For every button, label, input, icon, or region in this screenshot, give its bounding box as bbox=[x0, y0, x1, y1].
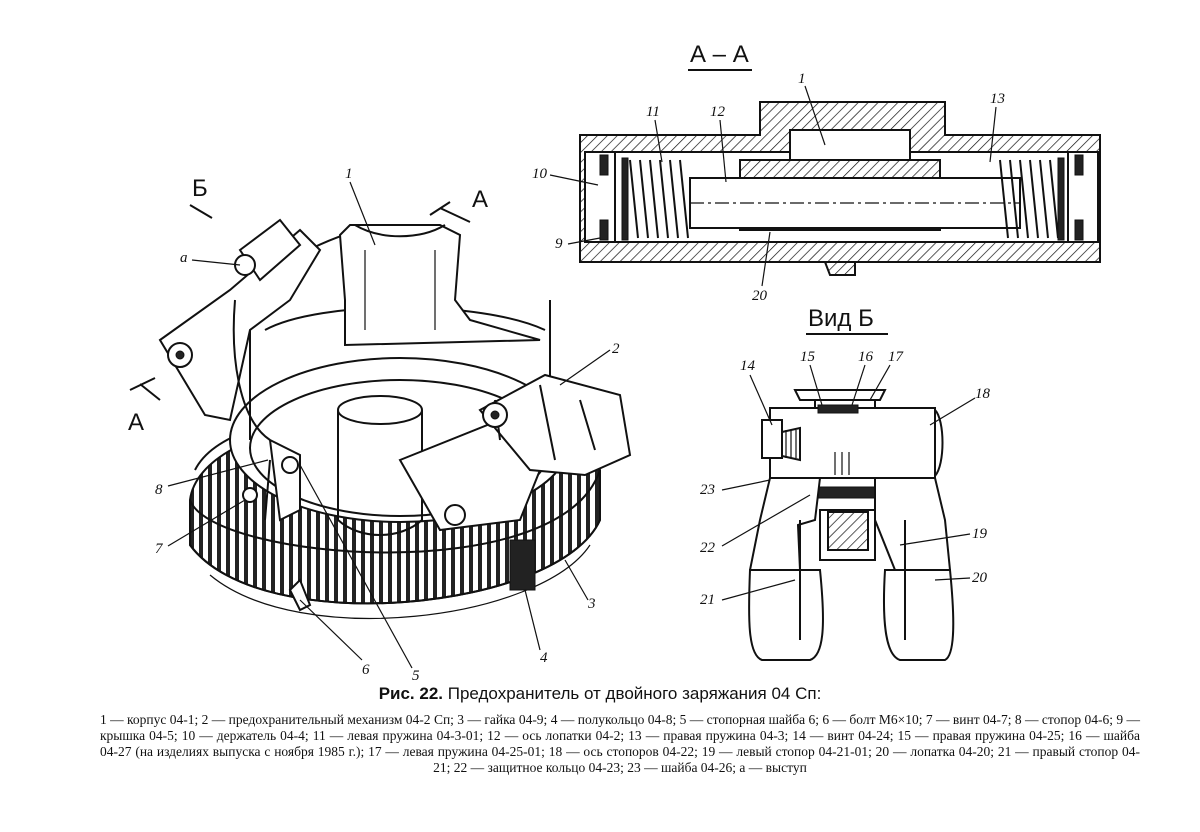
vb-label-22: 22 bbox=[700, 540, 716, 556]
vb-label-15: 15 bbox=[800, 349, 816, 365]
spring-left bbox=[621, 157, 689, 241]
view-b: Вид Б 14 15 16 17 18 19 bbox=[700, 305, 991, 661]
vb-label-19: 19 bbox=[972, 526, 988, 542]
aa-label-9: 9 bbox=[555, 236, 563, 252]
figure-caption: Рис. 22. Предохранитель от двойного заря… bbox=[0, 684, 1200, 704]
label-5: 5 bbox=[412, 668, 420, 680]
spring-right bbox=[999, 157, 1065, 241]
section-mark-a-top: А bbox=[472, 186, 488, 213]
central-boss bbox=[337, 395, 542, 536]
housing-neck bbox=[338, 224, 541, 347]
clip-6 bbox=[288, 578, 312, 612]
vb-label-18: 18 bbox=[975, 386, 991, 402]
aa-label-11: 11 bbox=[646, 104, 660, 120]
view-b-title: Вид Б bbox=[808, 305, 874, 332]
screw-7 bbox=[242, 487, 258, 503]
caption-number: Рис. 22. bbox=[378, 684, 444, 703]
technical-drawing: Б А А 1 2 3 4 5 6 7 8 а А – А bbox=[128, 41, 1101, 680]
section-aa-title: А – А bbox=[690, 41, 749, 68]
safety-mechanism-right bbox=[478, 373, 632, 477]
view-mark-b: Б bbox=[192, 175, 208, 202]
vb-label-17: 17 bbox=[888, 349, 905, 365]
section-mark-a-left: А bbox=[128, 409, 144, 436]
label-a: а bbox=[180, 250, 188, 266]
label-1: 1 bbox=[345, 166, 353, 182]
label-4: 4 bbox=[540, 650, 548, 666]
aa-label-12: 12 bbox=[710, 104, 726, 120]
vb-label-20: 20 bbox=[972, 570, 988, 586]
aa-label-20: 20 bbox=[752, 288, 768, 304]
label-3: 3 bbox=[587, 596, 596, 612]
vb-label-16: 16 bbox=[858, 349, 874, 365]
label-8: 8 bbox=[155, 482, 163, 498]
aa-label-13: 13 bbox=[990, 91, 1005, 107]
label-2: 2 bbox=[612, 341, 620, 357]
vb-label-21: 21 bbox=[700, 592, 715, 608]
vb-label-14: 14 bbox=[740, 358, 756, 374]
aa-label-10: 10 bbox=[532, 166, 548, 182]
safety-mechanism-left bbox=[158, 218, 322, 441]
half-ring bbox=[509, 539, 536, 591]
caption-title: Предохранитель от двойного заряжания 04 … bbox=[447, 684, 822, 703]
vb-label-23: 23 bbox=[700, 482, 715, 498]
aa-label-1: 1 bbox=[798, 71, 806, 87]
label-7: 7 bbox=[155, 541, 164, 557]
stopper bbox=[264, 438, 301, 522]
label-6: 6 bbox=[362, 662, 370, 678]
section-aa: А – А 1 9 10 bbox=[532, 41, 1101, 304]
figure-legend: 1 — корпус 04-1; 2 — предохранительный м… bbox=[100, 712, 1140, 775]
main-isometric-view: Б А А 1 2 3 4 5 6 7 8 а bbox=[128, 166, 632, 680]
